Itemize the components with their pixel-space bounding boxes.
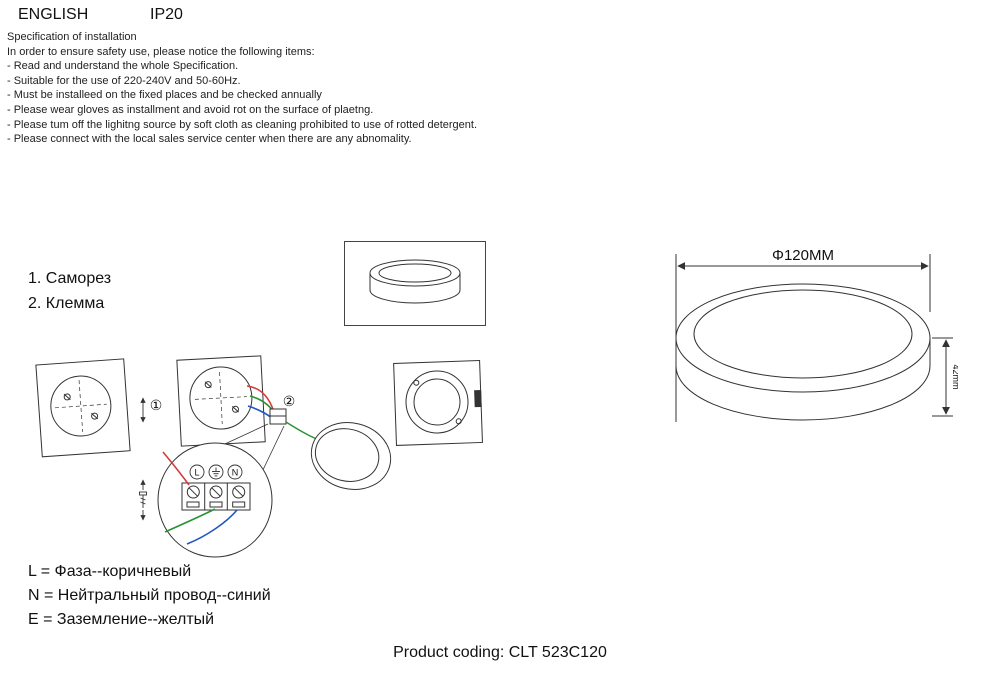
- lamp-rim: [314, 428, 380, 482]
- terminal-screw: [186, 485, 200, 499]
- terminal-label-l: L: [194, 468, 199, 478]
- spec-title: Specification of installation: [7, 31, 137, 43]
- screw-hole: [455, 418, 462, 425]
- step-2-label: ②: [283, 393, 296, 409]
- wall-plate-1: [35, 358, 131, 458]
- lamp-body-side: [310, 422, 392, 490]
- spec-item: - Please wear gloves as installment and …: [7, 103, 374, 116]
- lamp-inner-rim: [378, 263, 452, 283]
- lamp-lens-ellipse: [693, 289, 913, 379]
- lamp-bottom-rim: [675, 365, 931, 421]
- mounting-ring: [50, 375, 112, 437]
- terminal-labels: [189, 464, 243, 480]
- part-item-screw: 1. Саморез: [28, 270, 112, 287]
- legend-line-neutral: N = Нейтральный провод--синий: [28, 587, 271, 604]
- terminal-block-small: [269, 408, 287, 425]
- screw-icon: [139, 479, 147, 521]
- spec-item: - Please tum off the lighitng source by …: [7, 118, 478, 131]
- screw-hole: [232, 405, 240, 413]
- mounted-lamp-outer: [405, 370, 469, 434]
- wire-earth-detail: [164, 508, 216, 533]
- terminal-screw: [232, 485, 246, 499]
- wire-neutral-detail: [186, 509, 238, 545]
- height-label: 42mm: [951, 364, 958, 389]
- terminal-screw: [209, 485, 223, 499]
- legend-line-live: L = Фаза--коричневый: [28, 563, 192, 580]
- dimension-drawing: Φ120MM 42mm: [675, 247, 958, 422]
- lamp-preview-drawing: [369, 259, 461, 304]
- mounting-clip: [474, 389, 482, 408]
- spec-intro: In order to ensure safety use, please no…: [7, 45, 315, 58]
- step-1-label: ①: [150, 397, 163, 413]
- installation-diagram: ① ②: [35, 355, 483, 558]
- terminal-label-n: N: [232, 468, 239, 478]
- mounted-lamp-inner: [413, 378, 461, 426]
- wire-live-detail: [162, 451, 190, 486]
- lamp-top-ellipse: [675, 283, 931, 393]
- lamp-preview-box: [344, 241, 486, 326]
- screw-hole: [204, 381, 212, 389]
- parts-list: 1. Саморез 2. Клемма: [28, 266, 111, 316]
- terminal-block-detail: [181, 482, 251, 511]
- wire-color-legend: L = Фаза--коричневый N = Нейтральный про…: [28, 560, 271, 632]
- spec-item: - Read and understand the whole Specific…: [7, 60, 239, 73]
- screw-hole: [413, 379, 420, 386]
- wall-plate-2: [176, 355, 266, 447]
- wall-plate-3: [393, 359, 483, 446]
- spec-item: - Must be installeed on the fixed places…: [7, 89, 322, 102]
- screw-hole: [91, 412, 99, 420]
- language-title: ENGLISH: [18, 6, 89, 23]
- legend-line-earth: E = Заземление--желтый: [28, 611, 215, 628]
- screw-hole: [63, 393, 71, 401]
- spec-item: - Please connect with the local sales se…: [7, 133, 412, 146]
- product-coding: Product coding: CLT 523C120: [393, 644, 607, 661]
- ip-rating: IP20: [150, 6, 183, 23]
- zoom-leader-line: [260, 425, 285, 475]
- spec-item: - Suitable for the use of 220-240V and 5…: [7, 74, 241, 87]
- part-item-clamp: 2. Клемма: [28, 295, 105, 312]
- diameter-label: Φ120MM: [772, 247, 834, 264]
- lamp-body: [369, 273, 461, 304]
- earth-symbol-icon: [212, 467, 220, 477]
- specification-block: Specification of installation In order t…: [7, 30, 477, 147]
